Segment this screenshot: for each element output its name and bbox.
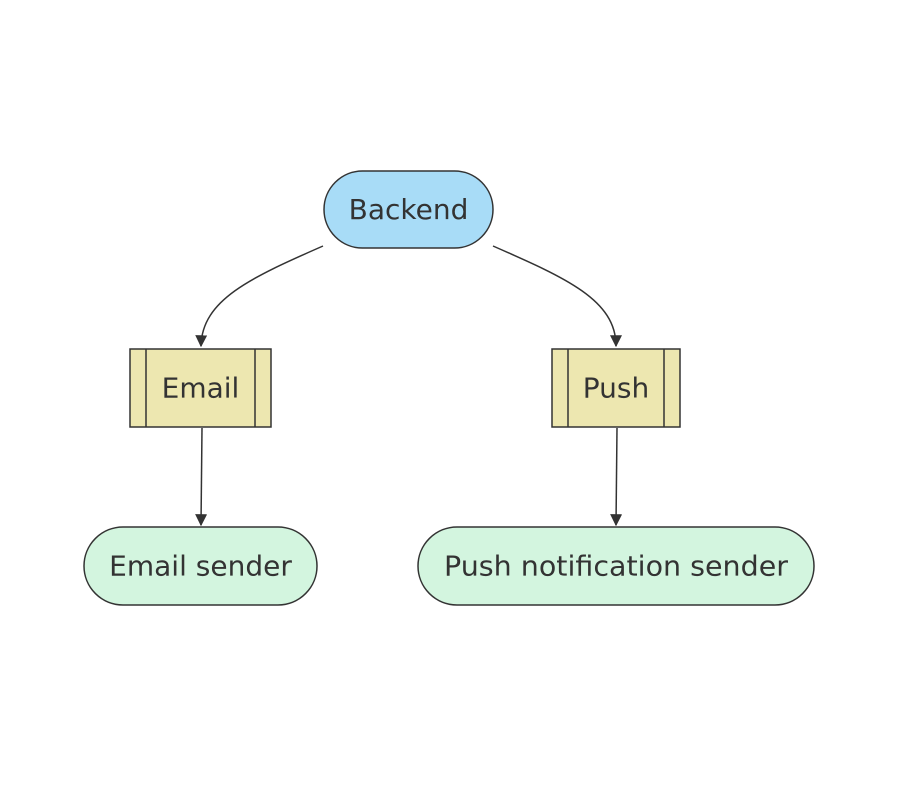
- node-backend: Backend: [323, 170, 494, 249]
- node-email-queue: Email: [129, 348, 272, 428]
- edge-backend-to-email: [195, 245, 324, 348]
- node-backend-shape: [323, 170, 494, 249]
- edge-backend-to-push: [492, 245, 622, 348]
- node-email-sender: Email sender: [83, 526, 318, 606]
- node-email-sender-label: Email sender: [109, 550, 292, 583]
- node-email-sender-shape: [83, 526, 318, 606]
- node-push-sender-shape: [417, 526, 815, 606]
- node-push-sender-label: Push notification sender: [444, 550, 788, 583]
- node-push-sender: Push notification sender: [417, 526, 815, 606]
- edge-email-to-email-sender: [195, 427, 208, 527]
- node-push-queue-shape: [551, 348, 681, 428]
- node-push-queue-label: Push: [583, 372, 649, 405]
- node-backend-label: Backend: [349, 193, 469, 226]
- node-email-queue-shape: [129, 348, 272, 428]
- node-push-queue: Push: [551, 348, 681, 428]
- edge-push-to-push-sender: [610, 427, 623, 527]
- node-email-queue-label: Email: [162, 372, 240, 405]
